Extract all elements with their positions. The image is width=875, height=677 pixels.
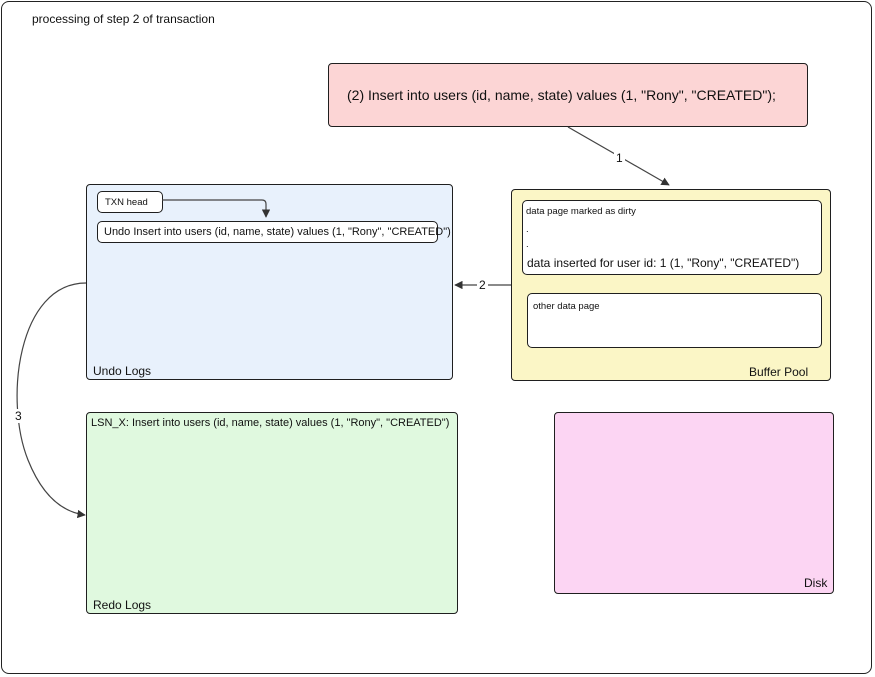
arrow-label-2: 2 [477, 278, 488, 292]
dirty-page-dot-2: . [526, 239, 529, 250]
arrow-step-3 [16, 282, 87, 519]
undo-logs-label: Undo Logs [93, 364, 152, 378]
sql-statement-text: (2) Insert into users (id, name, state) … [347, 87, 776, 103]
other-page-label: other data page [533, 301, 600, 312]
redo-logs-label: Redo Logs [93, 598, 152, 612]
arrow-txn-head [162, 199, 271, 218]
buffer-pool-label: Buffer Pool [749, 365, 809, 379]
txn-head-node: TXN head [97, 191, 163, 213]
disk-box: Disk [554, 412, 834, 594]
txn-head-label: TXN head [105, 197, 148, 208]
dirty-page-heading: data page marked as dirty [526, 206, 636, 217]
dirty-page-dot-1: . [526, 224, 529, 235]
other-data-page: other data page [527, 293, 822, 348]
diagram-title: processing of step 2 of transaction [32, 12, 215, 26]
buffer-pool-box: data page marked as dirty . . data inser… [511, 189, 831, 381]
arrow-label-3: 3 [13, 409, 24, 423]
sql-statement-box: (2) Insert into users (id, name, state) … [328, 63, 808, 127]
disk-label: Disk [804, 576, 828, 590]
dirty-page-row-text: data inserted for user id: 1 (1, "Rony",… [527, 256, 800, 270]
dirty-data-page: data page marked as dirty . . data inser… [522, 200, 822, 275]
arrow-label-1: 1 [614, 151, 625, 165]
redo-logs-box: LSN_X: Insert into users (id, name, stat… [86, 412, 458, 614]
undo-entry-text: Undo Insert into users (id, name, state)… [104, 226, 451, 238]
redo-entry-text: LSN_X: Insert into users (id, name, stat… [91, 417, 450, 429]
undo-entry-node: Undo Insert into users (id, name, state)… [97, 221, 451, 243]
